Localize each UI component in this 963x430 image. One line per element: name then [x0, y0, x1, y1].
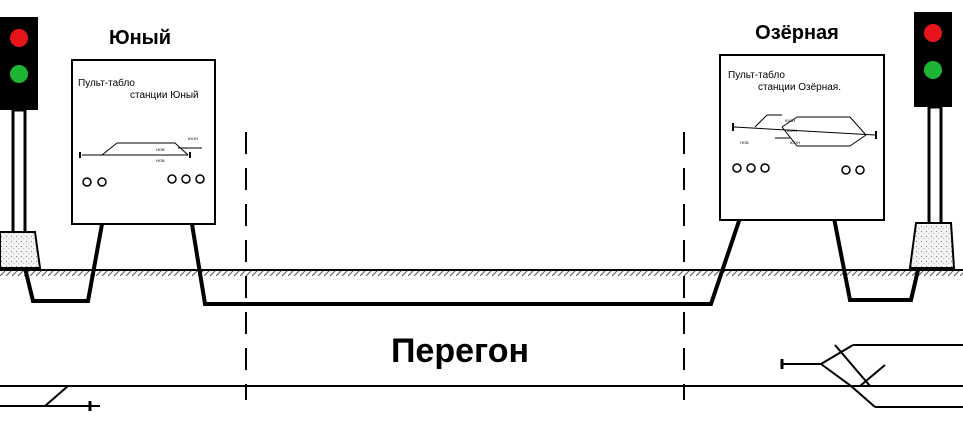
cable-line [23, 217, 920, 306]
section-label: Перегон [391, 332, 529, 370]
panel-right-track-label-1: ЮОН [785, 118, 795, 123]
ground-surface [0, 269, 963, 276]
signal-left [0, 17, 42, 269]
track-plan [0, 344, 963, 411]
panel-right-track-label-4: ЮОН [790, 140, 800, 145]
panel-left-title-line1: Пульт-табло [78, 77, 135, 89]
signal-right-green-lamp [924, 61, 942, 79]
panel-right-buttons [732, 163, 865, 175]
panel-right-track-label-3: НОВ [740, 140, 749, 145]
panel-right-title-line2: станции Озёрная. [758, 82, 841, 93]
panel-right-track-scheme [732, 114, 877, 147]
control-panel-left: Пульт-табло станции Юный ЮОН НОВ НОВ [71, 59, 216, 225]
panel-right-title-line1: Пульт-табло [728, 69, 785, 81]
station-name-right: Озёрная [755, 22, 839, 44]
panel-right-track-label-2: ЮОН [787, 128, 797, 133]
station-name-left: Юный [109, 27, 171, 49]
panel-left-track-label-1: ЮОН [188, 136, 198, 141]
signal-left-green-lamp [10, 65, 28, 83]
panel-left-track-scheme [79, 142, 202, 158]
panel-left-title-line2: станции Юный [130, 90, 199, 101]
panel-left-track-label-3: НОВ [156, 158, 165, 163]
signal-right [908, 12, 956, 269]
panel-left-buttons [82, 174, 205, 187]
signal-right-red-lamp [924, 24, 942, 42]
control-panel-right: Пульт-табло станции Озёрная. ЮОН ЮОН НОВ… [719, 54, 885, 221]
panel-left-track-label-2: НОВ [156, 147, 165, 152]
signal-left-red-lamp [10, 29, 28, 47]
